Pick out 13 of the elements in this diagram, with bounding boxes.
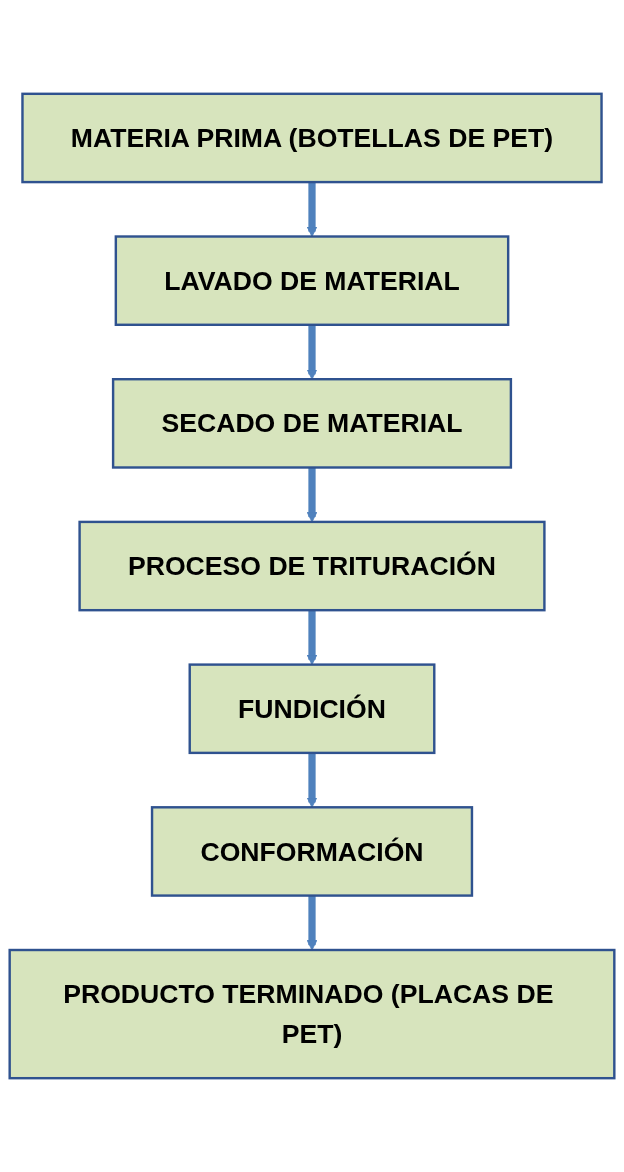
arrow: [306, 752, 318, 808]
arrow: [306, 324, 318, 380]
arrow: [306, 895, 318, 951]
arrow: [306, 182, 318, 237]
arrow: [306, 467, 318, 523]
node-box: FUNDICIÓN: [188, 663, 436, 755]
node-box: CONFORMACIÓN: [150, 806, 474, 897]
node-box: SECADO DE MATERIAL: [111, 378, 513, 469]
node-box: PRODUCTO TERMINADO (PLACAS DE PET): [8, 948, 616, 1080]
node-box: LAVADO DE MATERIAL: [114, 235, 510, 326]
node-box: PROCESO DE TRITURACIÓN: [78, 520, 546, 612]
node-box: MATERIA PRIMA (BOTELLAS DE PET): [21, 92, 603, 184]
arrow: [306, 610, 318, 666]
